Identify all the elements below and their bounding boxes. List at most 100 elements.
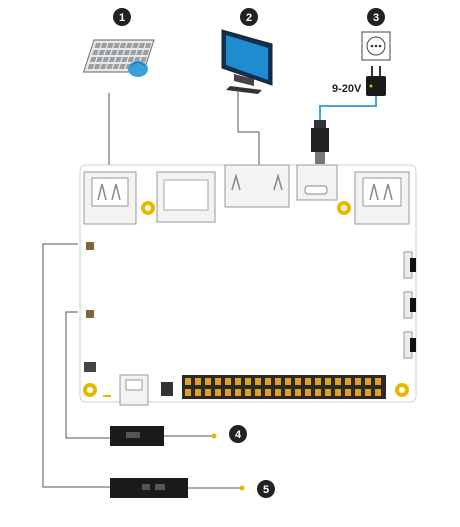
gpio-pin: [225, 378, 231, 385]
gpio-pin: [325, 378, 331, 385]
keyboard-key: [87, 64, 95, 69]
gpio-pin: [365, 389, 371, 396]
keyboard-key: [115, 57, 122, 62]
gpio-pin: [285, 378, 291, 385]
gpio-pin: [185, 378, 191, 385]
gpio-pin: [305, 389, 311, 396]
antenna-cable: [42, 243, 110, 488]
gpio-pin: [315, 389, 321, 396]
keyboard-key: [98, 50, 106, 55]
keyboard-key: [119, 64, 126, 69]
keyboard-key: [94, 43, 102, 48]
gpio-pin: [275, 378, 281, 385]
gpio-pin: [185, 389, 191, 396]
gpio-pin: [305, 378, 311, 385]
gpio-pin: [295, 389, 301, 396]
mounting-hole: [83, 383, 97, 397]
ethernet-port: [156, 171, 216, 223]
monitor-icon: [221, 29, 273, 94]
gpio-pin: [235, 378, 241, 385]
keyboard-key: [107, 43, 114, 48]
gpio-pin: [255, 389, 261, 396]
antenna-connector: [86, 310, 94, 318]
wifi-antenna-icon: [110, 478, 245, 498]
usb-port-left: [83, 171, 137, 225]
callout-badge-4: 4: [229, 425, 247, 443]
keyboard-key: [108, 57, 116, 62]
gpio-pin: [315, 378, 321, 385]
callout-badge-2: 2: [240, 8, 258, 26]
keyboard-key: [89, 57, 97, 62]
keyboard-key: [125, 43, 133, 48]
svg-text:1: 1: [119, 12, 125, 24]
keyboard-key: [138, 43, 146, 48]
gpio-pin: [245, 378, 251, 385]
keyboard-key: [113, 43, 120, 48]
power-cable: [319, 96, 377, 120]
keyboard-key: [100, 64, 107, 69]
svg-text:4: 4: [235, 429, 242, 441]
keyboard-key: [121, 57, 128, 62]
hdmi-cable: [237, 90, 260, 168]
keyboard-key: [140, 57, 147, 62]
callout-badge-5: 5: [257, 480, 275, 498]
keyboard-key: [129, 50, 137, 55]
gpio-pin: [195, 389, 201, 396]
gpio-pin: [345, 389, 351, 396]
gpio-pin: [325, 389, 331, 396]
keyboard-key: [111, 50, 118, 55]
keyboard-key: [132, 43, 139, 48]
power-jack: [296, 164, 338, 201]
gpio-pin: [355, 378, 361, 385]
callout-badge-1: 1: [113, 8, 131, 26]
gpio-pin: [275, 389, 281, 396]
keyboard-key: [136, 50, 143, 55]
gpio-pin: [265, 378, 271, 385]
keyboard-key: [112, 64, 120, 69]
gpio-pin: [255, 378, 261, 385]
side-button: [403, 331, 416, 359]
mounting-hole: [141, 201, 155, 215]
keyboard-key: [144, 43, 152, 48]
keyboard-key: [123, 50, 131, 55]
gpio-pin: [235, 389, 241, 396]
gpio-pin: [205, 389, 211, 396]
gpio-pin: [375, 389, 381, 396]
keyboard-mouse-icon: [82, 39, 155, 77]
gpio-pin: [285, 389, 291, 396]
power-supply-icon: [361, 31, 391, 96]
chip: [161, 382, 173, 396]
gpio-pin: [295, 378, 301, 385]
barrel-plug-icon: [311, 120, 329, 164]
gpio-pin-header: [182, 375, 386, 399]
voltage-label: 9-20V: [332, 83, 362, 95]
callout-badge-3: 3: [367, 8, 385, 26]
svg-text:2: 2: [246, 12, 252, 24]
keyboard-key: [92, 50, 99, 55]
gpio-pin: [345, 378, 351, 385]
gpio-pin: [335, 378, 341, 385]
antenna-cable: [65, 311, 110, 439]
antenna-connector: [86, 242, 94, 250]
gpio-pin: [335, 389, 341, 396]
keyboard-key: [142, 50, 150, 55]
keyboard-key: [100, 43, 108, 48]
gpio-pin: [195, 378, 201, 385]
gpio-pin: [245, 389, 251, 396]
usb-micro-port: [119, 374, 149, 406]
keyboard-key: [104, 50, 112, 55]
svg-text:3: 3: [373, 12, 379, 24]
gpio-pin: [355, 389, 361, 396]
side-button: [403, 291, 416, 319]
keyboard-key: [96, 57, 103, 62]
keyboard-key: [117, 50, 124, 55]
hdmi-port: [224, 164, 290, 208]
gpio-pin: [215, 378, 221, 385]
mounting-hole: [395, 383, 409, 397]
keyboard-key: [106, 64, 114, 69]
usb-port-right: [354, 171, 410, 225]
gpio-pin: [205, 378, 211, 385]
gpio-pin: [265, 389, 271, 396]
keyboard-key: [119, 43, 127, 48]
